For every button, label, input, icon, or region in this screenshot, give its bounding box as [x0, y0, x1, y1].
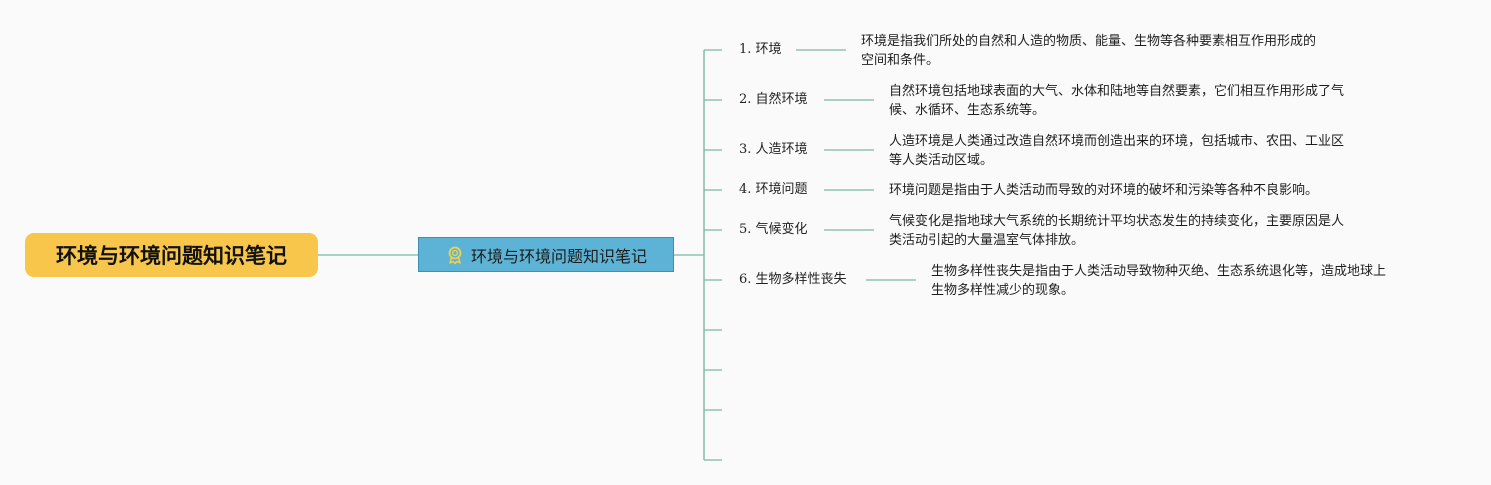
- topic-node[interactable]: 2. 自然环境: [739, 92, 808, 107]
- topic-description: 环境是指我们所处的自然和人造的物质、能量、生物等各种要素相互作用形成的空间和条件…: [861, 32, 1316, 70]
- topic-node[interactable]: 6. 生物多样性丧失: [739, 272, 847, 287]
- center-node-label: 环境与环境问题知识笔记: [470, 246, 647, 266]
- description-line: 候、水循环、生态系统等。: [889, 103, 1046, 118]
- root-node-label: 环境与环境问题知识笔记: [56, 244, 287, 268]
- topic-node[interactable]: 4. 环境问题: [739, 182, 808, 197]
- description-line: 生物多样性丧失是指由于人类活动导致物种灭绝、生态系统退化等，造成地球上: [931, 264, 1387, 279]
- description-line: 空间和条件。: [861, 53, 940, 68]
- description-line: 人造环境是人类通过改造自然环境而创造出来的环境，包括城市、农田、工业区: [889, 134, 1345, 149]
- description-line: 环境是指我们所处的自然和人造的物质、能量、生物等各种要素相互作用形成的: [861, 34, 1317, 49]
- topic-description: 环境问题是指由于人类活动而导致的对环境的破坏和污染等各种不良影响。: [889, 181, 1318, 200]
- root-node[interactable]: 环境与环境问题知识笔记: [25, 233, 318, 277]
- award-ribbon-icon: [448, 246, 462, 264]
- center-node[interactable]: 环境与环境问题知识笔记: [418, 237, 674, 272]
- topic-node[interactable]: 3. 人造环境: [739, 142, 808, 157]
- description-line: 环境问题是指由于人类活动而导致的对环境的破坏和污染等各种不良影响。: [889, 183, 1319, 198]
- topic-description: 自然环境包括地球表面的大气、水体和陆地等自然要素，它们相互作用形成了气候、水循环…: [889, 82, 1344, 120]
- topic-node[interactable]: 1. 环境: [739, 42, 782, 57]
- description-line: 等人类活动区域。: [889, 153, 994, 168]
- description-line: 生物多样性减少的现象。: [931, 283, 1075, 298]
- topic-description: 人造环境是人类通过改造自然环境而创造出来的环境，包括城市、农田、工业区等人类活动…: [889, 132, 1344, 170]
- description-line: 气候变化是指地球大气系统的长期统计平均状态发生的持续变化，主要原因是人: [889, 214, 1345, 229]
- description-line: 类活动引起的大量温室气体排放。: [889, 233, 1085, 248]
- topic-node[interactable]: 5. 气候变化: [739, 222, 808, 237]
- topic-description: 生物多样性丧失是指由于人类活动导致物种灭绝、生态系统退化等，造成地球上生物多样性…: [931, 262, 1386, 300]
- topic-description: 气候变化是指地球大气系统的长期统计平均状态发生的持续变化，主要原因是人类活动引起…: [889, 212, 1344, 250]
- description-line: 自然环境包括地球表面的大气、水体和陆地等自然要素，它们相互作用形成了气: [889, 84, 1345, 99]
